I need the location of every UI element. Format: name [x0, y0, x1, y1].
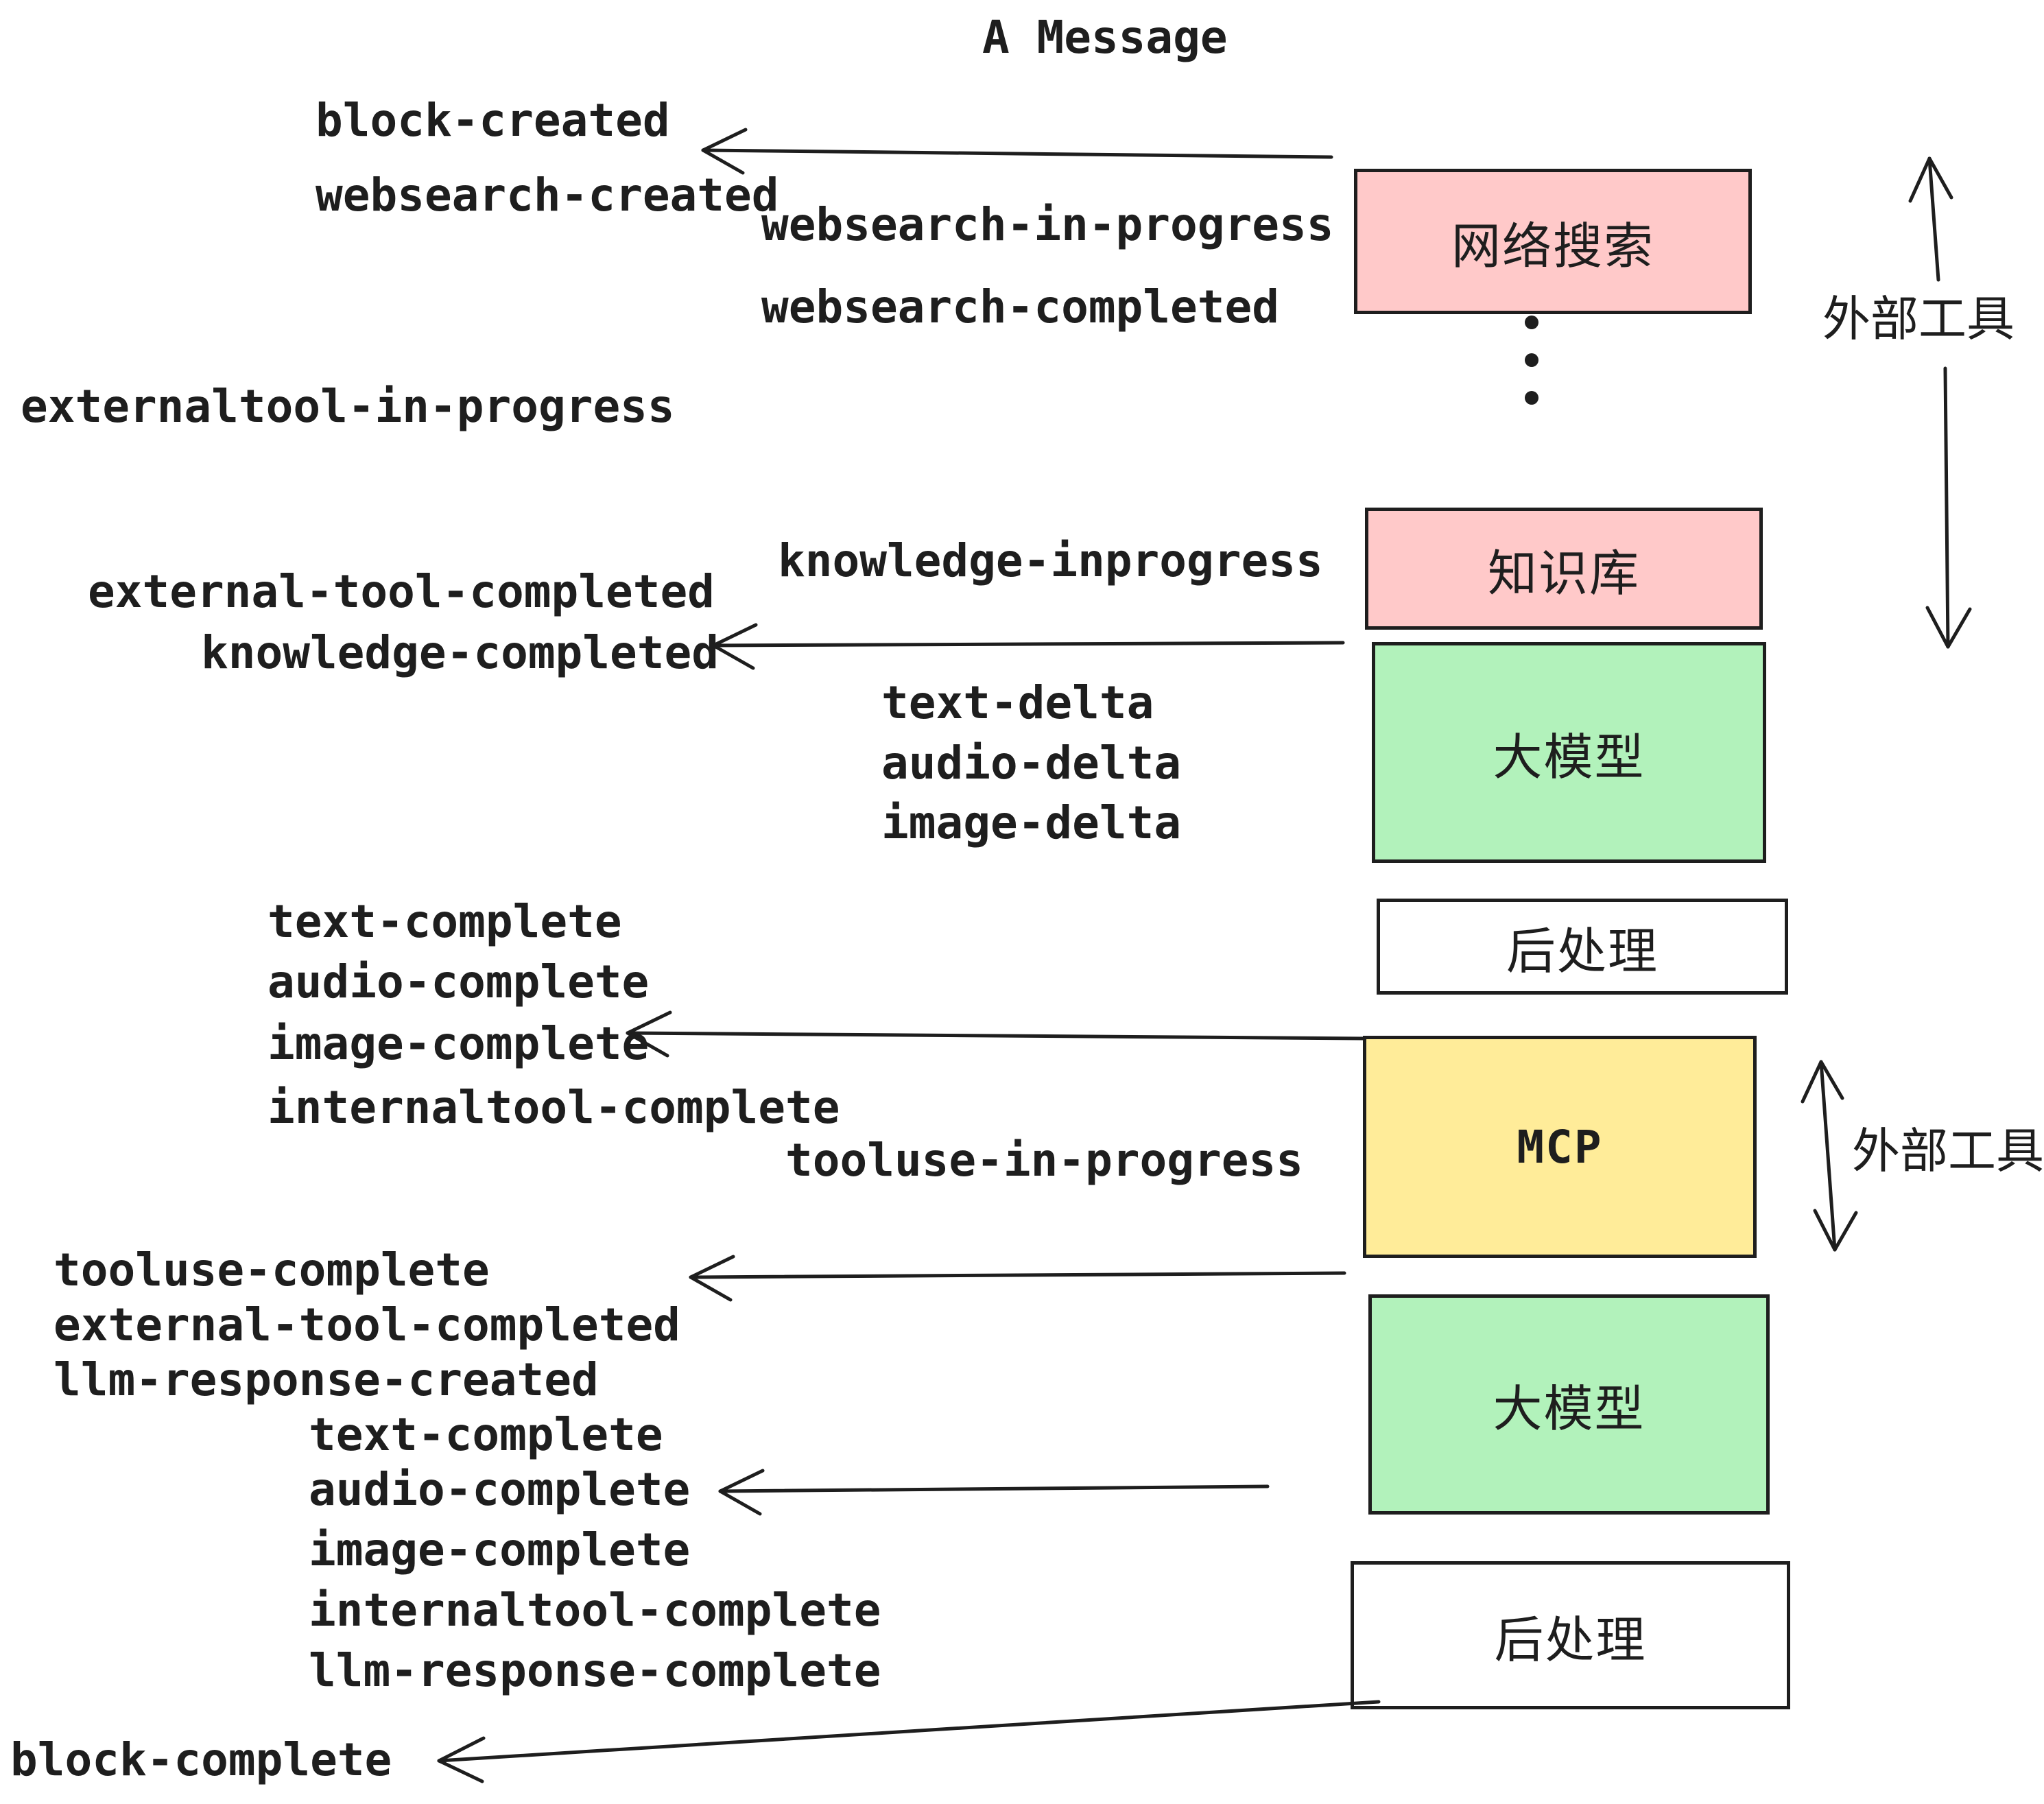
event-label-image-complete-2: image-complete [309, 1523, 691, 1576]
box-llm-2: 大模型 [1368, 1294, 1770, 1515]
event-label-externaltool-in-progress: externaltool-in-progress [21, 380, 675, 433]
event-label-tooluse-complete: tooluse-complete [54, 1244, 490, 1296]
event-label-knowledge-completed: knowledge-completed [201, 626, 719, 679]
vertical-ellipsis-dot [1525, 316, 1538, 329]
event-label-tooluse-in-progress: tooluse-in-progress [785, 1134, 1303, 1187]
event-label-audio-complete-2: audio-complete [309, 1463, 691, 1516]
event-label-websearch-created: websearch-created [316, 169, 779, 222]
arrow-websearch-to-created-events [701, 128, 1333, 175]
event-label-image-complete-1: image-complete [268, 1017, 650, 1070]
event-label-knowledge-inprogress: knowledge-inprogress [778, 534, 1323, 587]
event-label-llm-response-created: llm-response-created [54, 1353, 599, 1406]
box-postprocess-1: 后处理 [1377, 899, 1788, 995]
event-label-block-created: block-created [316, 94, 670, 147]
box-knowledge-label: 知识库 [1487, 546, 1640, 602]
event-label-external-tool-completed-1: external-tool-completed [88, 565, 715, 618]
arrow-knowledge-to-completed-events [711, 623, 1345, 670]
side-label-external-tools-1: 外部工具 [1822, 292, 2015, 346]
box-llm-1: 大模型 [1372, 642, 1766, 863]
event-label-text-complete-1: text-complete [268, 895, 622, 948]
event-label-audio-complete-1: audio-complete [268, 956, 650, 1008]
event-label-audio-delta-1: audio-delta [881, 737, 1182, 790]
box-postprocess-2-label: 后处理 [1494, 1613, 1647, 1668]
range-arrow-external-tools-1-down [1925, 366, 1972, 649]
box-knowledge: 知识库 [1365, 508, 1763, 630]
box-mcp: MCP [1363, 1036, 1757, 1258]
event-label-llm-response-complete: llm-response-complete [309, 1644, 881, 1697]
event-label-internaltool-complete-1: internaltool-complete [268, 1081, 840, 1134]
event-label-websearch-in-progress: websearch-in-progress [761, 198, 1334, 251]
box-websearch-label: 网络搜索 [1451, 219, 1654, 274]
vertical-ellipsis-dot [1525, 353, 1538, 367]
arrow-llm2-to-complete-events [718, 1469, 1270, 1516]
arrow-postprocess2-to-block-complete [437, 1700, 1381, 1783]
event-label-external-tool-completed-2: external-tool-completed [54, 1298, 680, 1351]
vertical-ellipsis-dot [1525, 391, 1538, 405]
event-label-block-complete: block-complete [10, 1733, 392, 1786]
arrow-postprocess-to-complete-events [626, 1010, 1367, 1058]
box-postprocess-1-label: 后处理 [1506, 924, 1659, 980]
range-arrow-external-tools-1-up [1908, 156, 1953, 282]
arrow-mcp-to-tooluse-events [689, 1255, 1346, 1302]
event-label-internaltool-complete-2: internaltool-complete [309, 1584, 881, 1637]
range-arrow-external-tools-2 [1801, 1060, 1858, 1252]
event-label-image-delta-1: image-delta [881, 796, 1182, 849]
box-mcp-label: MCP [1517, 1120, 1603, 1174]
event-label-websearch-completed: websearch-completed [761, 281, 1279, 333]
box-websearch: 网络搜索 [1354, 169, 1752, 314]
event-label-text-complete-2: text-complete [309, 1408, 663, 1461]
side-label-external-tools-2: 外部工具 [1852, 1124, 2044, 1178]
box-llm-2-label: 大模型 [1493, 1382, 1645, 1437]
box-llm-1-label: 大模型 [1493, 730, 1645, 785]
event-label-text-delta-1: text-delta [881, 676, 1154, 729]
diagram-title: A Message [982, 11, 1228, 64]
box-postprocess-2: 后处理 [1351, 1561, 1790, 1709]
